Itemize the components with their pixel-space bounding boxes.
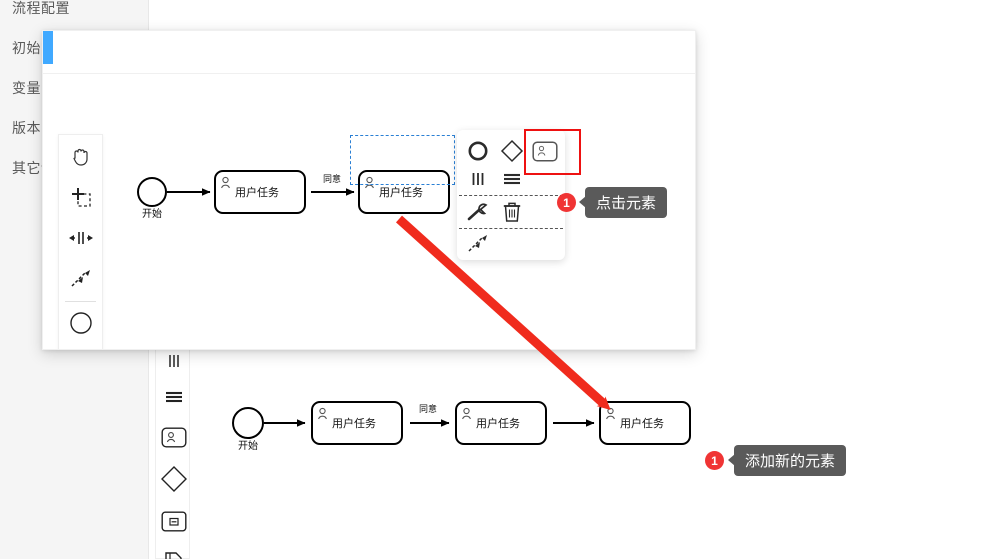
start-event-icon[interactable] <box>59 302 102 343</box>
end-event-icon[interactable] <box>59 343 102 349</box>
badge-number: 1 <box>563 195 570 210</box>
start-event-node[interactable] <box>137 177 167 207</box>
connect-tool-icon[interactable] <box>59 258 102 299</box>
subprocess-icon[interactable] <box>156 496 191 546</box>
user-task-node-selected[interactable]: 用户任务 <box>358 170 450 214</box>
sidebar-item-label: 流程配置 <box>12 0 70 16</box>
user-task-label: 用户任务 <box>379 185 423 199</box>
highlight-rectangle <box>524 129 581 175</box>
sidebar-item-initial[interactable]: 初始 <box>12 38 41 58</box>
start-event-label: 开始 <box>142 207 162 220</box>
dialog-bpmn-palette[interactable] <box>58 134 103 349</box>
tooltip-text: 点击元素 <box>596 195 657 212</box>
selected-element-outline <box>350 135 455 185</box>
badge-number: 1 <box>711 453 718 468</box>
sidebar-item-label: 初始 <box>12 40 41 56</box>
lasso-tool-icon[interactable] <box>59 176 102 217</box>
sidebar-item-label: 变量 <box>12 80 41 96</box>
annotation-badge-1: 1 <box>557 193 576 212</box>
trash-delete-icon[interactable] <box>495 199 529 225</box>
sidebar-item-process-config[interactable]: 流程配置 <box>12 0 70 18</box>
background-bpmn-palette[interactable] <box>155 336 190 559</box>
append-user-task-icon[interactable] <box>528 138 562 164</box>
wrench-change-type-icon[interactable] <box>461 199 495 225</box>
dialog-process-diagram: 开始 同意 用户任务 用户任务 <box>137 170 469 220</box>
annotation-badge-2: 1 <box>705 451 724 470</box>
user-task-icon[interactable] <box>156 412 191 462</box>
gateway-diamond-icon[interactable] <box>156 454 191 504</box>
annotation-tooltip-click-element: 点击元素 <box>578 187 668 218</box>
dialog-header <box>43 31 695 74</box>
data-object-icon[interactable] <box>156 538 191 559</box>
list-icon[interactable] <box>156 372 191 422</box>
sidebar-item-label: 版本 <box>12 120 41 136</box>
parallel-multi-instance-icon[interactable] <box>156 336 191 386</box>
tooltip-text: 添加新的元素 <box>745 453 836 470</box>
connect-arrow-icon[interactable] <box>461 231 495 257</box>
sidebar-item-version[interactable]: 版本 <box>12 118 41 138</box>
parallel-multi-instance-icon[interactable] <box>461 166 495 192</box>
annotation-tooltip-add-new-element: 添加新的元素 <box>727 445 847 476</box>
append-gateway-icon[interactable] <box>495 138 529 164</box>
space-tool-icon[interactable] <box>59 217 102 258</box>
hand-tool-icon[interactable] <box>59 135 102 176</box>
list-icon[interactable] <box>495 166 529 192</box>
sidebar-item-variable[interactable]: 变量 <box>12 78 41 98</box>
dialog-accent-bar <box>43 31 53 64</box>
user-task-node[interactable]: 用户任务 <box>214 170 306 214</box>
flow-label: 同意 <box>323 173 341 184</box>
append-end-event-icon[interactable] <box>461 138 495 164</box>
user-task-label: 用户任务 <box>235 185 279 199</box>
